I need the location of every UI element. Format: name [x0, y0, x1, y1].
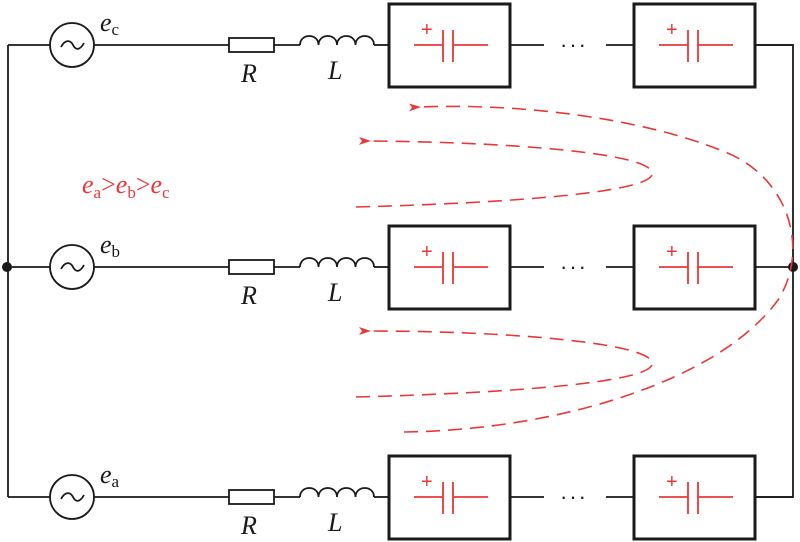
- junction-dot-icon: [2, 262, 12, 272]
- resistor-icon: [228, 259, 275, 275]
- capacitor-icon: [659, 482, 733, 514]
- resistor-label: R: [240, 511, 257, 540]
- capacitor-module-last: +: [632, 224, 757, 311]
- capacitor-icon: [414, 30, 488, 62]
- polarity-plus: +: [421, 19, 433, 41]
- polarity-plus: +: [666, 471, 678, 493]
- inductor-icon: [299, 257, 375, 268]
- current-path-lower: [355, 326, 653, 398]
- inductor-label: L: [327, 508, 342, 537]
- polarity-plus: +: [421, 241, 433, 263]
- ac-source-icon: [49, 474, 95, 520]
- inductor-label: L: [327, 278, 342, 307]
- capacitor-icon: [414, 252, 488, 284]
- resistor-label: R: [240, 281, 257, 310]
- capacitor-icon: [659, 252, 733, 284]
- source-label: eb: [100, 230, 120, 261]
- capacitor-icon: [414, 482, 488, 514]
- right-bus: [755, 44, 794, 498]
- resistor-label: R: [240, 59, 257, 88]
- inductor-icon: [299, 487, 375, 498]
- ellipsis: ···: [560, 484, 588, 509]
- polarity-plus: +: [666, 241, 678, 263]
- inductor-icon: [299, 35, 375, 46]
- current-path-upper: [355, 136, 653, 208]
- ellipsis: ···: [560, 32, 588, 57]
- circulating-currents: [355, 103, 794, 433]
- capacitor-module-first: +: [387, 2, 512, 89]
- ac-source-icon: [49, 244, 95, 290]
- ellipsis: ···: [560, 254, 588, 279]
- polarity-plus: +: [666, 19, 678, 41]
- source-label: ea: [100, 460, 120, 491]
- polarity-plus: +: [421, 471, 433, 493]
- capacitor-module-first: +: [387, 454, 512, 541]
- capacitor-module-last: +: [632, 2, 757, 89]
- capacitor-icon: [659, 30, 733, 62]
- resistor-icon: [228, 37, 275, 53]
- capacitor-module-first: +: [387, 224, 512, 311]
- source-label: ec: [100, 8, 120, 39]
- resistor-icon: [228, 489, 275, 505]
- inductor-label: L: [327, 56, 342, 85]
- branch-c: ecR L + + ···: [8, 2, 793, 89]
- branch-a: eaR L + + ···: [8, 454, 793, 541]
- capacitor-module-last: +: [632, 454, 757, 541]
- ac-source-icon: [49, 22, 95, 68]
- branch-b: ebR L + + ···: [8, 224, 793, 311]
- voltage-relation-label: ea>eb>ec: [82, 170, 170, 202]
